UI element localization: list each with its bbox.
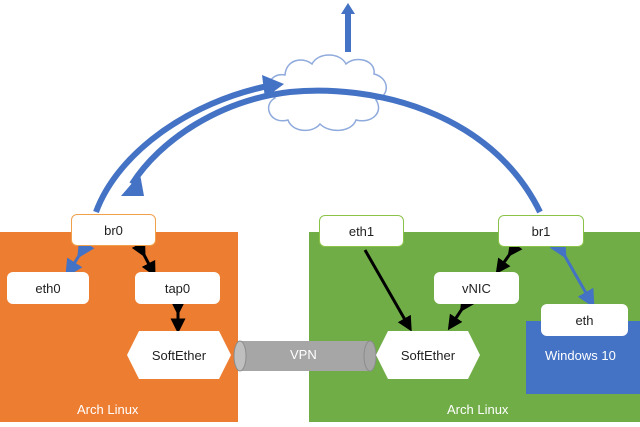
eth-windows-node: eth (541, 304, 628, 336)
br1-label: br1 (531, 223, 551, 239)
link-br0-eth0 (65, 238, 95, 278)
eth0-label: eth0 (35, 280, 61, 296)
arc-br1-to-br0 (129, 87, 543, 214)
windows-label: Windows 10 (545, 348, 616, 363)
right-host-label: Arch Linux (447, 402, 509, 417)
vpn-tunnel (233, 340, 377, 372)
vnic-label: vNIC (462, 280, 491, 296)
link-br0-tap0 (131, 240, 156, 277)
left-host-region (0, 232, 238, 422)
tap0-label: tap0 (164, 280, 191, 296)
softether-left-label: SoftEther (151, 347, 207, 363)
internet-uplink-arrow (341, 3, 355, 52)
link-eth1-softether (363, 249, 412, 332)
br1-node: br1 (498, 215, 584, 247)
vpn-label: VPN (290, 347, 317, 362)
eth1-node: eth1 (319, 215, 404, 247)
vnic-node: vNIC (434, 272, 519, 304)
eth1-label: eth1 (348, 223, 375, 239)
link-br1-vnic (495, 240, 523, 275)
br0-node: br0 (71, 214, 156, 246)
arc-br0-arrowhead (262, 75, 284, 98)
br0-label: br0 (104, 222, 123, 238)
link-vnic-softether (447, 295, 475, 331)
arc-br0-to-cloud (93, 83, 269, 214)
softether-right-node: SoftEther (376, 331, 480, 379)
eth-windows-label: eth (575, 312, 594, 328)
arc-br1-arrowhead (121, 174, 144, 196)
eth0-node: eth0 (7, 272, 89, 304)
tap0-node: tap0 (135, 272, 220, 304)
softether-right-label: SoftEther (400, 347, 456, 363)
softether-left-node: SoftEther (127, 331, 231, 379)
link-br1-eth (549, 238, 595, 308)
left-host-label: Arch Linux (77, 402, 139, 417)
